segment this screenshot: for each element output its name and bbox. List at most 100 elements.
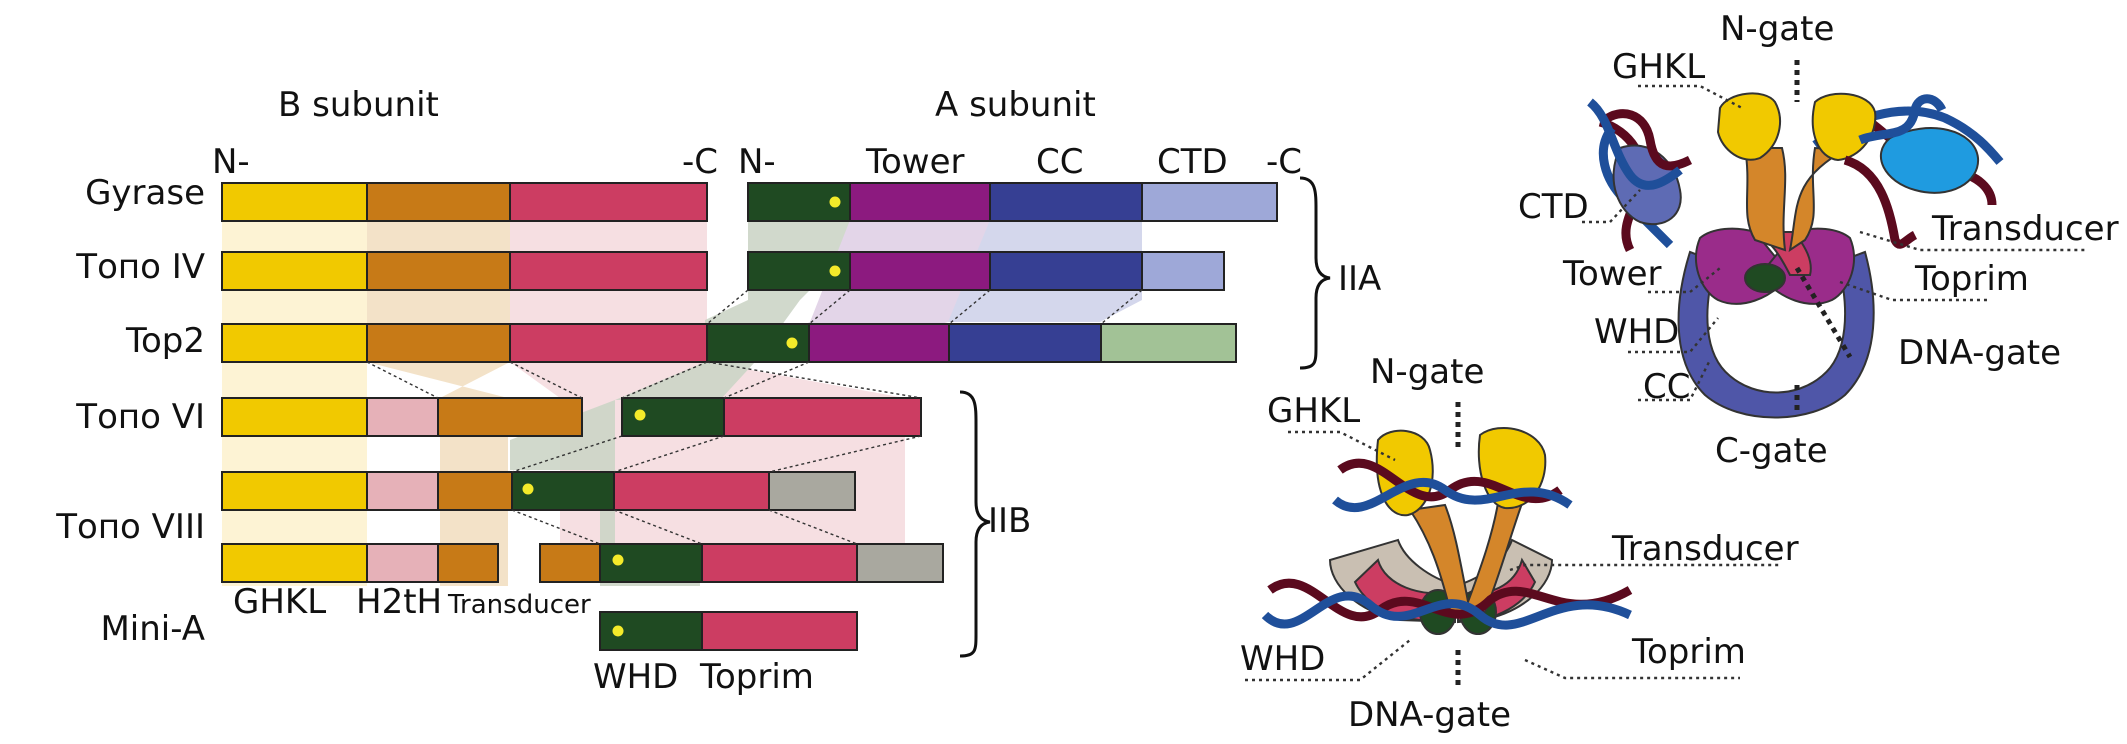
ctd-header: CTD [1157, 142, 1228, 182]
iib-g-dna-blue [1332, 478, 1573, 512]
c-terminus-b-label: -C [682, 142, 718, 182]
iib-t-dna-blue [1261, 591, 1632, 630]
iib-toprim-leader [1524, 658, 1740, 680]
toprim-domain [701, 611, 858, 651]
top-n-gate-label: N-gate [1720, 9, 1834, 49]
dna-front-blue-left [1586, 98, 1683, 190]
iib-whd-label: WHD [1240, 639, 1325, 679]
top-dna-gate-label: DNA-gate [1898, 333, 2061, 373]
ghkl-domain [221, 251, 368, 291]
topo-vi-row [221, 397, 922, 437]
row-label-topo-vi: Топо VI [75, 397, 205, 437]
catalytic-tyrosine-dot [829, 265, 841, 277]
h2th-domain [366, 471, 439, 511]
tower-domain [808, 323, 950, 363]
transducer-domain-part1 [437, 543, 499, 583]
ghkl-domain [221, 397, 368, 437]
top-ctd-label: CTD [1518, 187, 1589, 227]
dna-front-blue-right [1858, 94, 1947, 145]
top-transducer-label: Transducer [1931, 209, 2119, 249]
ctd-domain [1141, 251, 1225, 291]
catalytic-tyrosine-dot [612, 554, 624, 566]
transducer-domain [366, 251, 511, 291]
b-subunit-label: B subunit [278, 85, 439, 125]
row-label-gyrase: Gyrase [85, 173, 205, 213]
iib-transducer-label: Transducer [1611, 529, 1799, 569]
h2th-bottom-label: H2tH [356, 582, 442, 622]
ghkl-left [1716, 92, 1781, 161]
n-terminus-a-label: N- [738, 142, 776, 182]
top-c-gate-label: C-gate [1715, 431, 1828, 471]
tower-header: Tower [865, 142, 965, 182]
toprim-domain [723, 397, 922, 437]
c-terminal-domain [768, 471, 856, 511]
row-label-topo-viii: Топо VIII [55, 507, 205, 547]
toprim-domain [509, 251, 708, 291]
transducer-domain [366, 182, 511, 222]
catalytic-tyrosine-dot [634, 409, 646, 421]
alignment-guides [366, 289, 1143, 545]
cc-ring [1677, 250, 1875, 419]
ctd-right-domain [1879, 127, 1980, 194]
catalytic-tyrosine-dot [829, 196, 841, 208]
transducer-right [1788, 146, 1849, 253]
iib-brace [959, 390, 991, 658]
ghkl-domain [221, 471, 368, 511]
catalytic-tyrosine-dot [522, 483, 534, 495]
mini-a-row [599, 611, 858, 651]
top-cc-label: CC [1643, 367, 1690, 407]
iib-ghkl-leader [1288, 430, 1396, 462]
toprim-domain [701, 543, 858, 583]
iib-whd-leader [1245, 639, 1411, 682]
ghkl-right [1811, 92, 1877, 162]
toprim-domain [509, 182, 708, 222]
iia-label: IIA [1338, 259, 1381, 299]
ghkl-domain [221, 323, 368, 363]
toprim-bottom-label: Toprim [699, 657, 814, 697]
a-subunit-label: A subunit [935, 85, 1096, 125]
ghkl-domain [221, 543, 368, 583]
dna-front-red-left [1602, 109, 1693, 171]
topo-viii-row-2 [221, 543, 944, 583]
dna-gate-marker [1794, 266, 1853, 359]
topo-viii-row-1 [221, 471, 856, 511]
dna-front-red-right [1843, 155, 1918, 249]
toprim-leader [1839, 280, 1990, 302]
cc-header: CC [1036, 142, 1083, 182]
toprim-domain [509, 323, 708, 363]
catalytic-tyrosine-dot [612, 625, 624, 637]
whd-bottom-label: WHD [593, 657, 678, 697]
transducer-domain [366, 323, 511, 363]
transducer-left [1743, 147, 1787, 252]
domain-architecture-panel: B subunit A subunit N- -C N- Tower CC CT… [55, 85, 1381, 697]
ctd-domain [1100, 323, 1237, 363]
iib-n-gate-label: N-gate [1370, 352, 1484, 392]
ghkl-domain [221, 182, 368, 222]
iib-dna-gate-label: DNA-gate [1348, 695, 1511, 735]
top-tower-label: Tower [1562, 254, 1662, 294]
top-ghkl-label: GHKL [1612, 47, 1705, 87]
row-label-mini-a: Mini-A [100, 609, 205, 649]
ghkl-bottom-label: GHKL [233, 582, 326, 622]
c-terminus-a-label: -C [1266, 142, 1302, 182]
top-toprim-label: Toprim [1914, 259, 2029, 299]
transducer-domain [437, 397, 583, 437]
row-label-top2: Top2 [125, 321, 205, 361]
tower-domain [849, 182, 991, 222]
whd-leader [1628, 317, 1719, 354]
iib-transducer-right [1463, 488, 1527, 614]
cc-domain [989, 251, 1143, 291]
iib-ghkl-label: GHKL [1267, 391, 1360, 431]
cc-domain [948, 323, 1102, 363]
tower-leader [1648, 267, 1721, 294]
ctd-leader [1582, 189, 1641, 224]
type-iia-structure: N-gate GHKL CTD Transducer Tower Toprim … [1518, 9, 2119, 471]
c-terminal-domain [856, 543, 944, 583]
h2th-domain [366, 397, 439, 437]
iia-brace [1299, 176, 1331, 370]
iib-transducer-leader [1509, 563, 1782, 572]
type-iib-structure: N-gate GHKL Transducer Toprim WHD DNA-ga… [1240, 352, 1799, 735]
transducer-bottom-label: Transducer [447, 590, 591, 620]
n-terminus-label: N- [212, 142, 250, 182]
